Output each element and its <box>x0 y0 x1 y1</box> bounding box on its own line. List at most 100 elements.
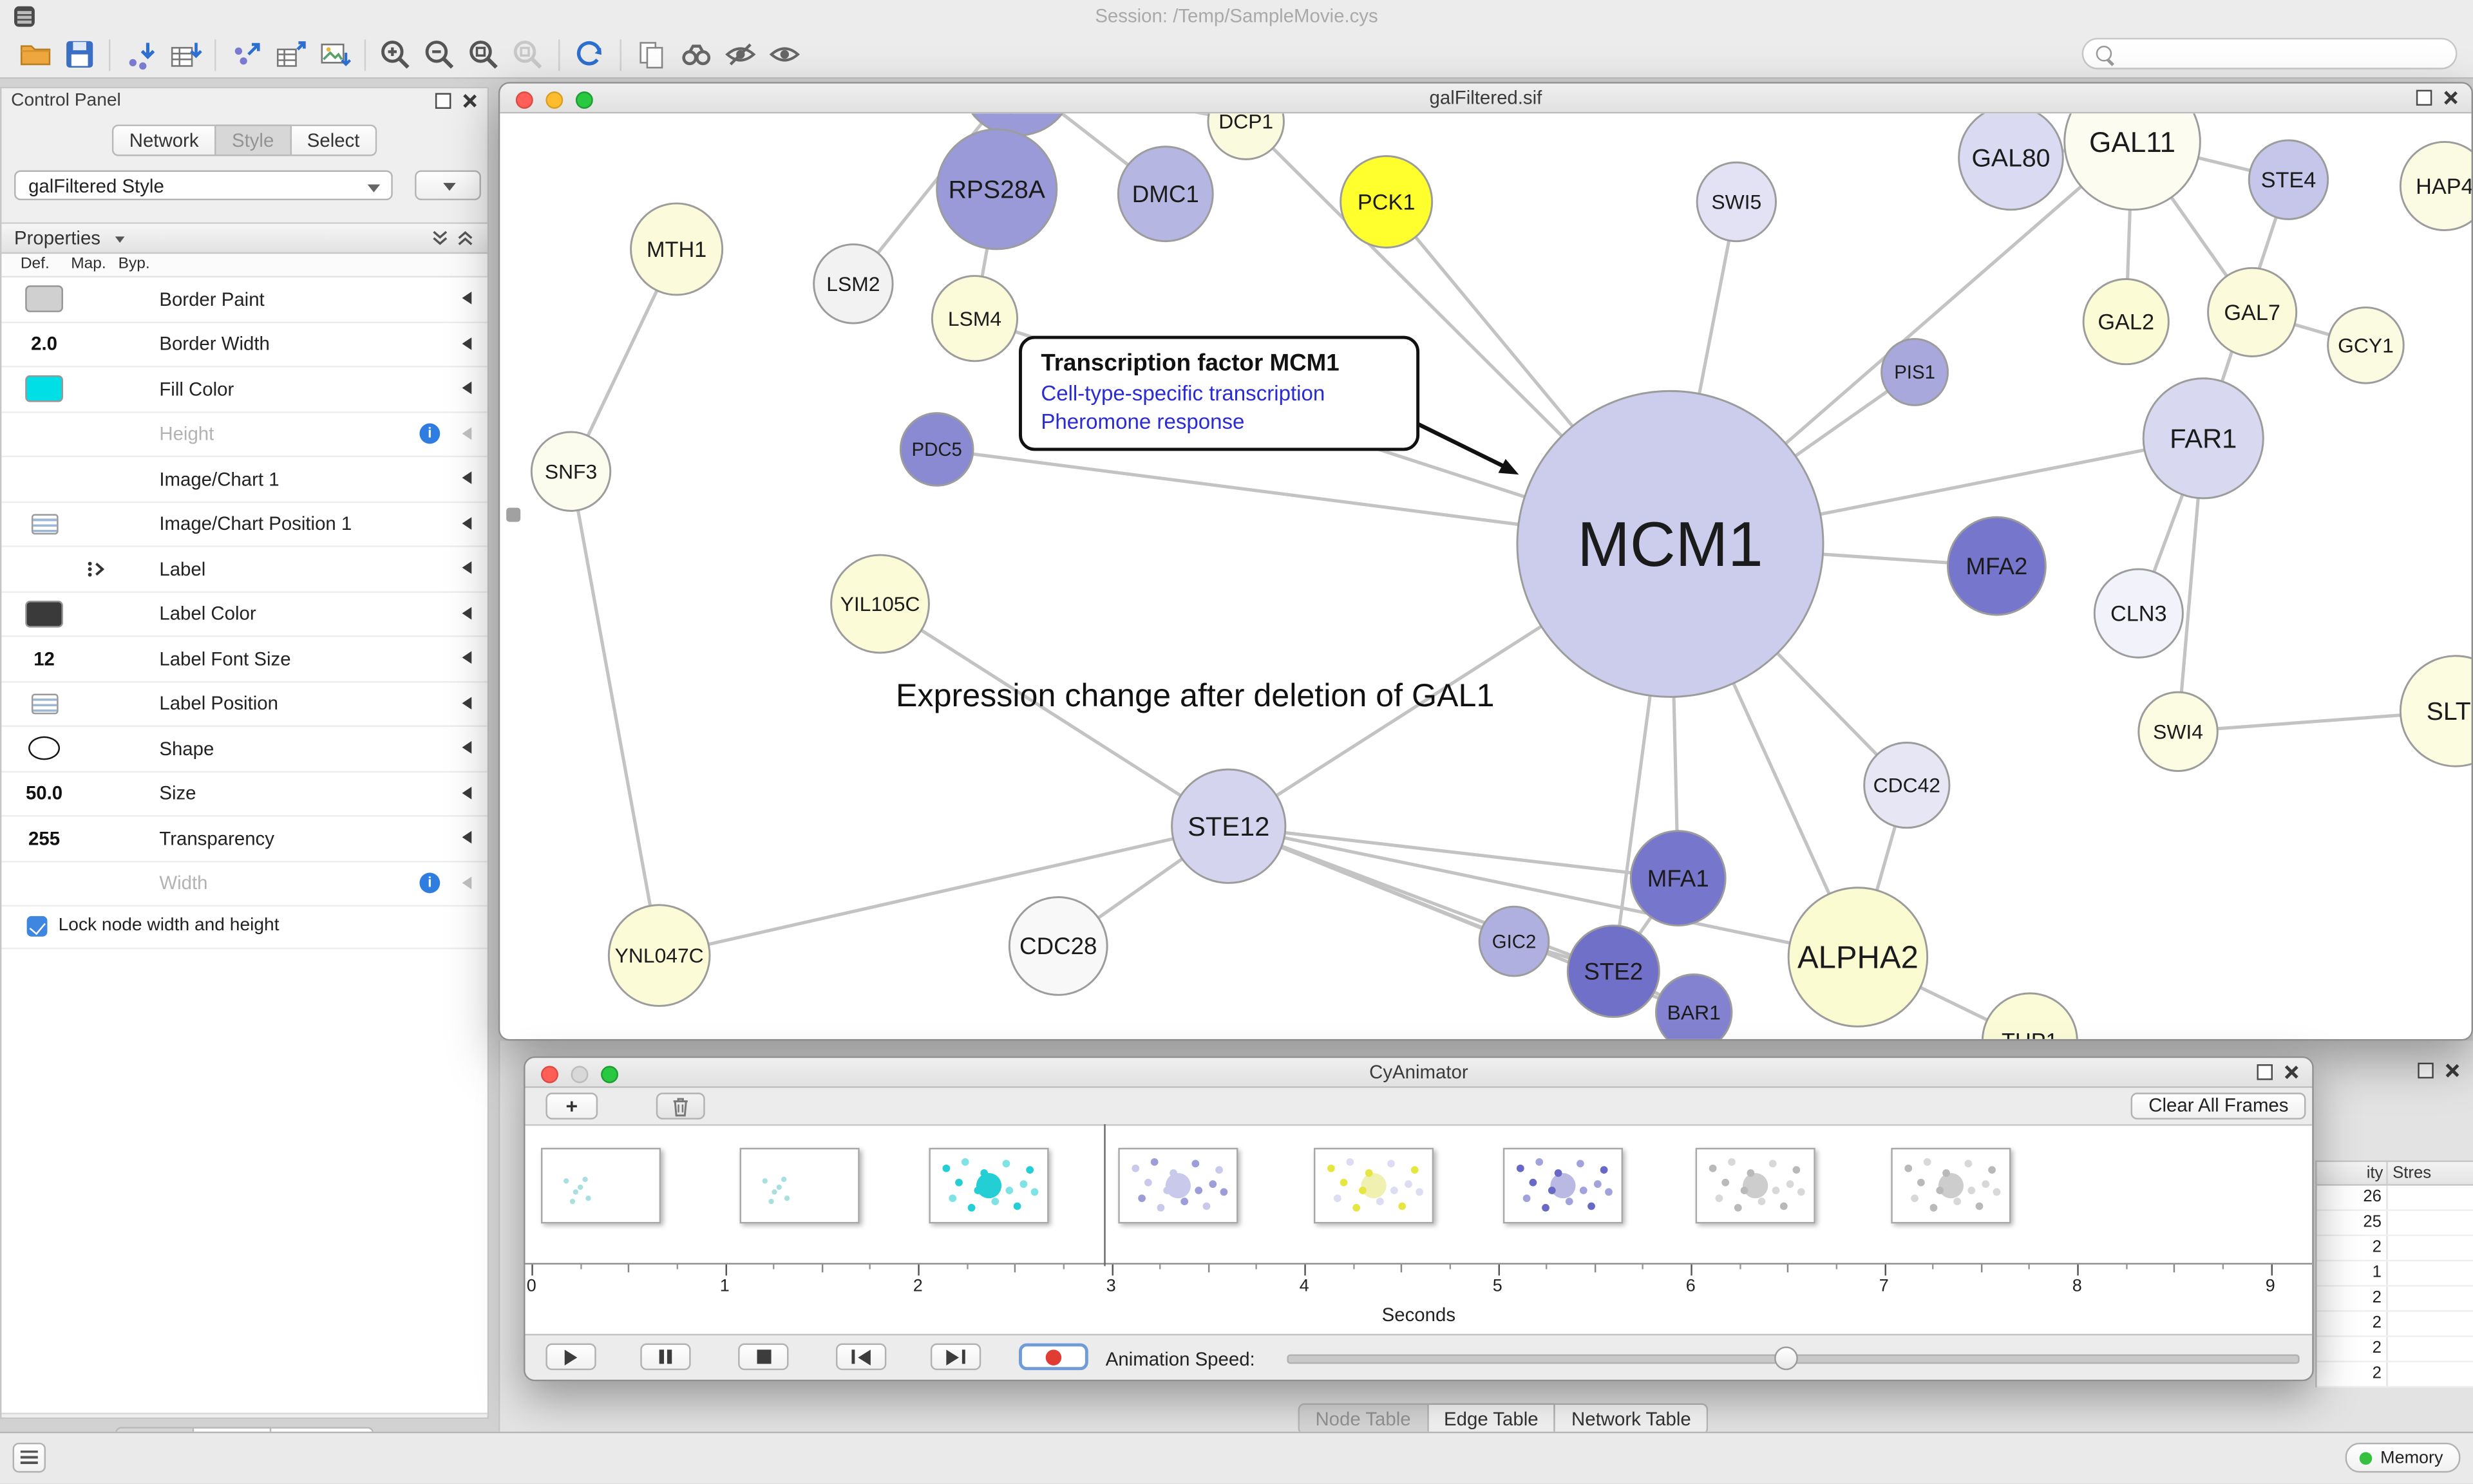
node-alpha2[interactable]: ALPHA2 <box>1787 887 1929 1028</box>
position-icon[interactable] <box>30 513 58 534</box>
node-far1[interactable]: FAR1 <box>2142 377 2264 500</box>
style-selector[interactable]: galFiltered Style <box>14 170 393 201</box>
node-lsm4[interactable]: LSM4 <box>931 275 1019 362</box>
search-input[interactable] <box>2081 37 2458 70</box>
node-rps28a[interactable]: RPS28A <box>936 128 1058 250</box>
expand-row-icon[interactable] <box>462 696 472 709</box>
close-cyanimator-icon[interactable] <box>2284 1064 2299 1080</box>
table-row[interactable]: 2 <box>2317 1337 2473 1362</box>
node-mcm1[interactable]: MCM1 <box>1516 390 1824 698</box>
default-value[interactable]: 12 <box>33 647 55 670</box>
node-gal80[interactable]: GAL80 <box>1958 113 2064 211</box>
node-cdc42[interactable]: CDC42 <box>1863 742 1951 829</box>
zoom-window-icon[interactable] <box>575 91 593 109</box>
node-yil105c[interactable]: YIL105C <box>830 554 930 654</box>
frame-thumbnail-5[interactable] <box>1502 1147 1624 1224</box>
node-snf3[interactable]: SNF3 <box>530 431 612 512</box>
zoom-fit-icon[interactable] <box>462 34 507 75</box>
info-icon[interactable]: i <box>419 873 441 894</box>
stop-button[interactable] <box>738 1343 789 1371</box>
table-row[interactable]: 25 <box>2317 1210 2473 1237</box>
hide-selected-icon[interactable] <box>717 34 762 75</box>
node-ste12[interactable]: STE12 <box>1171 768 1287 884</box>
node-tup1[interactable]: TUP1 <box>1981 992 2078 1040</box>
property-row-label-position[interactable]: Label Position <box>1 682 488 727</box>
pause-button[interactable] <box>640 1343 691 1371</box>
node-ynl047c[interactable]: YNL047C <box>607 904 711 1007</box>
expand-row-icon[interactable] <box>462 471 472 485</box>
minimize-window-icon[interactable] <box>545 91 564 109</box>
tab-network[interactable]: Network <box>111 124 216 156</box>
table-row[interactable]: 1 <box>2317 1261 2473 1287</box>
default-value-swatch[interactable] <box>25 600 63 628</box>
edge-ste12-ynl047c[interactable] <box>659 824 1229 957</box>
timeline-playhead[interactable] <box>1104 1124 1106 1266</box>
lock-size-checkbox[interactable] <box>26 916 48 937</box>
float-cyanimator-icon[interactable] <box>2257 1064 2273 1080</box>
expand-all-icon[interactable] <box>456 229 475 247</box>
table-tab-edge-table[interactable]: Edge Table <box>1428 1403 1556 1435</box>
property-row-image-chart-1[interactable]: Image/Chart 1 <box>1 457 488 503</box>
table-tab-network-table[interactable]: Network Table <box>1555 1403 1709 1435</box>
node-ste2[interactable]: STE2 <box>1566 925 1660 1019</box>
close-panel-icon[interactable] <box>462 93 478 108</box>
table-row[interactable]: 2 <box>2317 1311 2473 1337</box>
export-network-icon[interactable] <box>224 34 269 75</box>
property-row-fill-color[interactable]: Fill Color <box>1 367 488 413</box>
node-mfa1[interactable]: MFA1 <box>1629 830 1727 927</box>
column-header-ity[interactable]: ity <box>2317 1161 2388 1185</box>
ellipse-shape-icon[interactable] <box>28 737 61 761</box>
zoom-out-icon[interactable] <box>418 34 462 75</box>
status-menu-button[interactable] <box>12 1442 46 1473</box>
node-bar1[interactable]: BAR1 <box>1654 973 1733 1040</box>
default-value[interactable]: 2.0 <box>31 333 58 355</box>
zoom-in-icon[interactable] <box>374 34 418 75</box>
delete-frame-button[interactable] <box>656 1093 705 1120</box>
expand-row-icon[interactable] <box>462 427 472 440</box>
previous-frame-button[interactable] <box>835 1343 887 1371</box>
save-session-icon[interactable] <box>57 34 101 75</box>
expand-row-icon[interactable] <box>462 652 472 664</box>
close-network-icon[interactable] <box>2443 90 2458 106</box>
animation-speed-slider[interactable] <box>1287 1346 2300 1371</box>
expand-row-icon[interactable] <box>462 337 472 350</box>
frame-thumbnail-4[interactable] <box>1314 1147 1434 1224</box>
properties-header[interactable]: Properties <box>1 222 488 254</box>
node-gic2[interactable]: GIC2 <box>1478 905 1550 977</box>
tab-select[interactable]: Select <box>291 124 377 156</box>
edge-snf3-ynl047c[interactable] <box>569 471 661 956</box>
column-header-stress[interactable]: Stres <box>2392 1163 2432 1183</box>
node-cln3[interactable]: CLN3 <box>2093 568 2184 659</box>
default-value-swatch[interactable] <box>25 285 63 313</box>
mapping-icon[interactable] <box>85 558 107 579</box>
edge-rps28b-lsm2[interactable] <box>851 113 1018 285</box>
node-mfa2[interactable]: MFA2 <box>1947 516 2047 616</box>
frame-thumbnail-6[interactable] <box>1695 1147 1815 1224</box>
float-panel-icon[interactable] <box>435 93 451 109</box>
float-table-panel-icon[interactable] <box>2418 1062 2434 1079</box>
default-value-swatch[interactable] <box>25 375 63 403</box>
minimize-window-icon[interactable] <box>571 1066 589 1084</box>
show-all-icon[interactable] <box>762 34 806 75</box>
node-ste4[interactable]: STE4 <box>2248 139 2329 220</box>
import-table-icon[interactable] <box>162 34 207 75</box>
node-gal11[interactable]: GAL11 <box>2063 113 2201 211</box>
frame-thumbnail-7[interactable] <box>1891 1147 2011 1224</box>
expand-row-icon[interactable] <box>462 786 472 800</box>
edge-ste12-mfa1[interactable] <box>1228 824 1679 880</box>
node-slt2[interactable]: SLT2 <box>2399 655 2472 767</box>
import-network-icon[interactable] <box>118 34 163 75</box>
clear-all-frames-button[interactable]: Clear All Frames <box>2131 1093 2306 1120</box>
close-table-panel-icon[interactable] <box>2445 1063 2460 1078</box>
node-gcy1[interactable]: GCY1 <box>2327 306 2405 384</box>
position-icon[interactable] <box>30 693 58 714</box>
default-value[interactable]: 50.0 <box>25 782 63 805</box>
property-row-label[interactable]: Label <box>1 547 488 592</box>
node-pis1[interactable]: PIS1 <box>1881 338 1949 406</box>
